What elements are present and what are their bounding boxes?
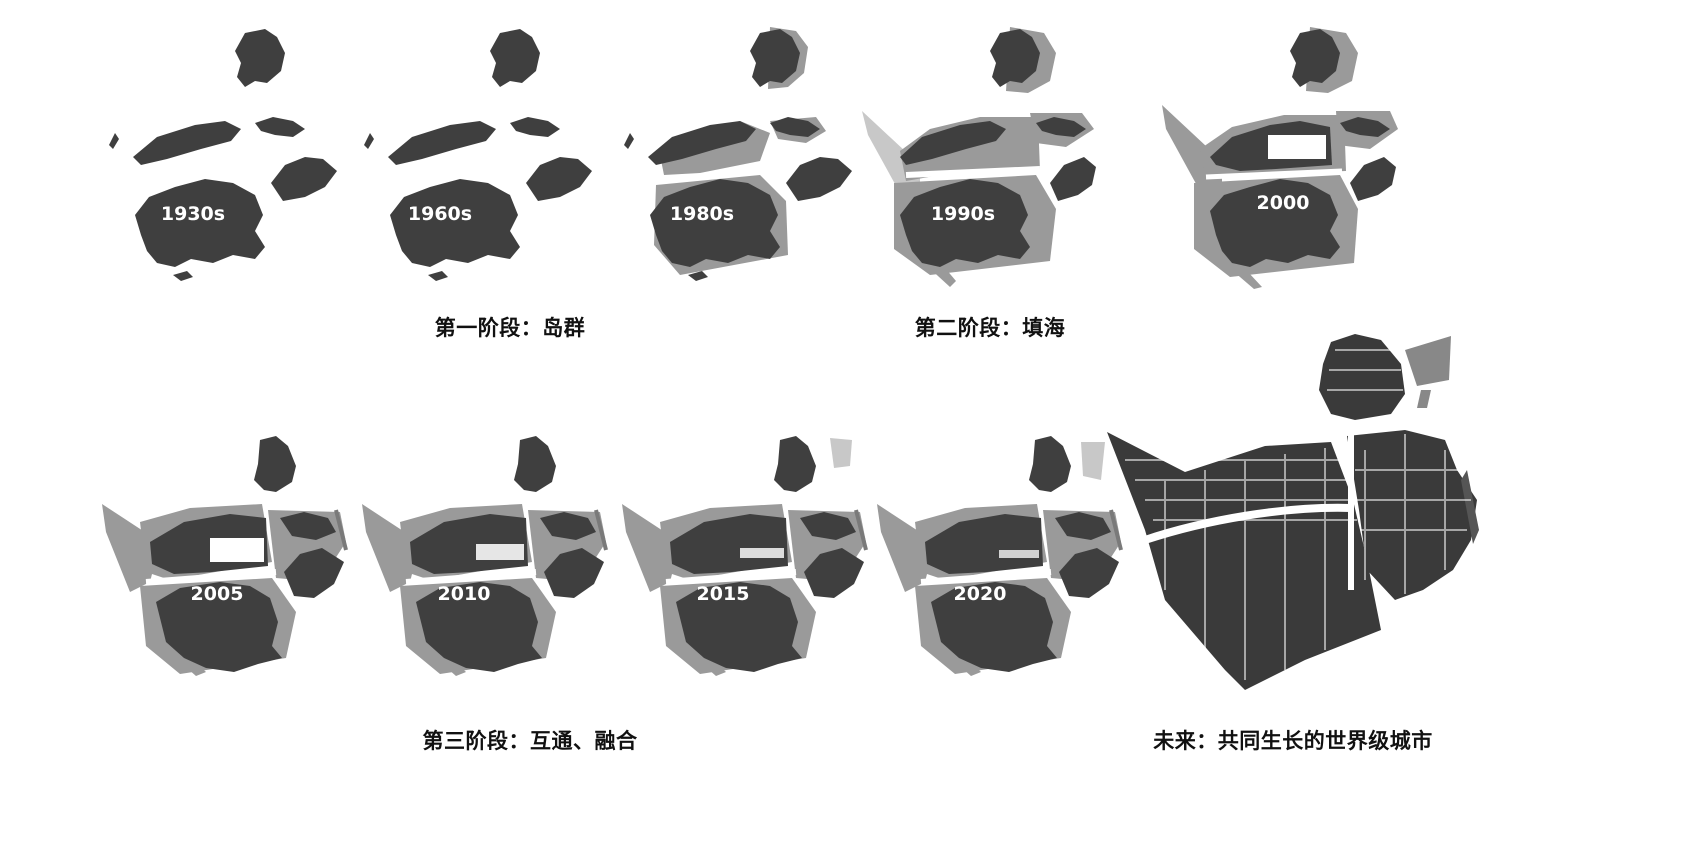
map-2000: [1162, 27, 1398, 289]
year-label: 2015: [696, 583, 750, 605]
map-2005: [102, 436, 348, 676]
map-2010: [362, 436, 608, 676]
caption-stage-3: 第三阶段：互通、融合: [422, 729, 638, 753]
map-1990s: [862, 27, 1096, 287]
map-1930s: [109, 29, 337, 281]
caption-stage-2: 第二阶段：填海: [914, 316, 1066, 340]
year-label: 1990s: [930, 203, 996, 225]
map-1960s: [364, 29, 592, 281]
map-2015: [622, 436, 868, 676]
year-label: 1980s: [669, 203, 735, 225]
year-label: 1960s: [407, 203, 473, 225]
map-2020: [877, 436, 1123, 676]
caption-stage-1: 第一阶段：岛群: [434, 316, 586, 340]
year-label: 2010: [437, 583, 491, 605]
caption-future: 未来：共同生长的世界级城市: [1153, 729, 1433, 753]
year-label: 2020: [953, 583, 1007, 605]
year-label: 2005: [190, 583, 244, 605]
year-label: 2000: [1256, 192, 1310, 214]
map-future: [1107, 334, 1479, 690]
year-label: 1930s: [160, 203, 226, 225]
map-1980s: [624, 27, 852, 281]
